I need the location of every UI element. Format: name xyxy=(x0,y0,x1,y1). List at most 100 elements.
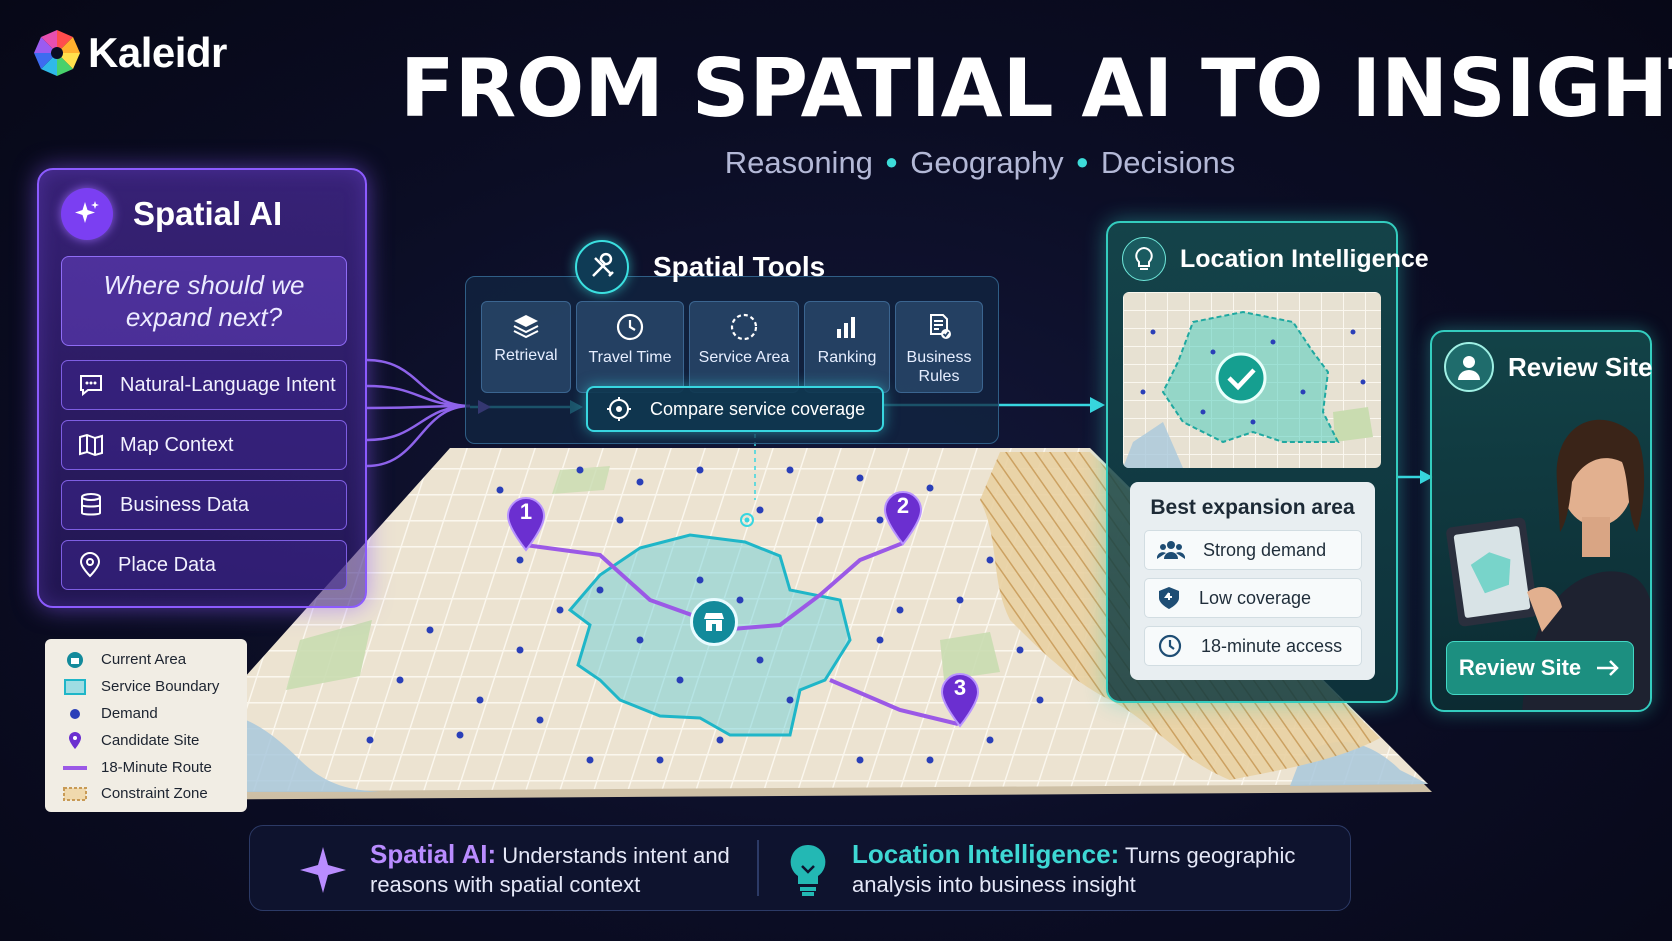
legend-demand: Demand xyxy=(63,705,158,722)
candidate-site-2-label: 2 xyxy=(896,493,910,518)
bar-chart-icon xyxy=(837,317,855,338)
spatial-tools-title: Spatial Tools xyxy=(653,251,826,282)
legend-label: 18-Minute Route xyxy=(101,759,212,776)
demand-dot-icon xyxy=(63,706,87,722)
candidate-site-3[interactable]: 3 xyxy=(940,672,980,728)
spatial-ai-panel: Spatial AI Where should we expand next? … xyxy=(37,168,367,608)
subtitle-separator: ● xyxy=(1075,149,1089,174)
kaleidoscope-logo-icon xyxy=(34,30,80,76)
subtitle-separator: ● xyxy=(884,149,899,174)
finding-low-coverage[interactable]: Low coverage xyxy=(1144,578,1362,618)
people-icon xyxy=(1157,541,1185,559)
compare-service-coverage-button[interactable]: Compare service coverage xyxy=(586,386,884,432)
chat-icon xyxy=(80,375,102,397)
tool-label: Ranking xyxy=(817,349,877,366)
arrow-right-icon xyxy=(1597,660,1619,676)
result-map-thumbnail[interactable] xyxy=(1123,292,1381,468)
page-subtitle: Reasoning●Geography●Decisions xyxy=(540,145,1420,181)
map-legend: Current Area Service Boundary Demand Can… xyxy=(45,639,247,812)
finding-label: Low coverage xyxy=(1199,587,1312,608)
summary-location-intelligence-text: Location Intelligence: Turns geographic … xyxy=(852,840,1295,899)
input-map-context[interactable]: Map Context xyxy=(61,420,347,470)
legend-constraint-zone: Constraint Zone xyxy=(63,785,208,802)
legend-route: 18-Minute Route xyxy=(63,759,212,776)
crosshair-icon xyxy=(607,397,631,421)
clock-icon xyxy=(616,313,644,341)
route-line-swatch xyxy=(63,760,87,776)
input-business-data[interactable]: Business Data xyxy=(61,480,347,530)
tool-travel-time[interactable]: Travel Time xyxy=(576,301,684,393)
finding-label: Strong demand xyxy=(1203,539,1327,560)
input-place-data[interactable]: Place Data xyxy=(61,540,347,590)
review-site-button-label: Review Site xyxy=(1458,655,1582,680)
input-label: Map Context xyxy=(120,433,234,456)
finding-18-minute-access[interactable]: 18-minute access xyxy=(1144,626,1362,666)
best-expansion-card: Best expansion area Strong demand Low co… xyxy=(1130,482,1375,680)
review-site-button[interactable]: Review Site xyxy=(1446,641,1634,695)
compare-service-coverage-label: Compare service coverage xyxy=(650,398,866,419)
tool-service-area[interactable]: Service Area xyxy=(689,301,799,393)
location-intelligence-title: Location Intelligence xyxy=(1180,244,1429,273)
candidate-site-2[interactable]: 2 xyxy=(883,490,923,546)
tool-label: Travel Time xyxy=(588,349,672,366)
tool-retrieval[interactable]: Retrieval xyxy=(481,301,571,393)
tool-business-rules[interactable]: Business Rules xyxy=(895,301,983,393)
legend-service-boundary: Service Boundary xyxy=(63,678,219,695)
store-icon xyxy=(63,651,87,668)
best-expansion-title: Best expansion area xyxy=(1150,496,1355,519)
legend-candidate-site: Candidate Site xyxy=(63,731,200,749)
boundary-swatch xyxy=(63,678,87,695)
input-natural-language-intent[interactable]: Natural-Language Intent xyxy=(61,360,347,410)
legend-label: Constraint Zone xyxy=(101,785,208,802)
input-label: Place Data xyxy=(118,553,216,576)
map-icon xyxy=(79,433,103,457)
pin-icon xyxy=(79,552,101,578)
sparkle-icon xyxy=(61,188,113,240)
tool-label: Service Area xyxy=(698,349,790,366)
input-label: Business Data xyxy=(120,493,249,516)
lightbulb-icon xyxy=(1122,237,1166,281)
shield-icon xyxy=(1159,587,1179,609)
summary-spatial-ai-key: Spatial AI: xyxy=(370,839,497,869)
spatial-ai-header: Spatial AI xyxy=(61,188,282,240)
spatial-tools-header: Spatial Tools xyxy=(575,240,825,294)
location-intelligence-header: Location Intelligence xyxy=(1122,237,1429,281)
lightbulb-icon xyxy=(790,844,826,896)
tool-label: Business Rules xyxy=(906,349,972,385)
summary-li-line-1: Turns geographic xyxy=(1124,843,1296,868)
subtitle-item-reasoning: Reasoning xyxy=(724,145,873,180)
input-label: Natural-Language Intent xyxy=(120,373,336,396)
dashed-circle-icon xyxy=(730,313,758,341)
summary-spatial-ai-text: Spatial AI: Understands intent and reaso… xyxy=(370,840,730,899)
query-box[interactable]: Where should we expand next? xyxy=(61,256,347,346)
database-icon xyxy=(81,493,101,516)
candidate-site-3-label: 3 xyxy=(953,675,967,700)
summary-spatial-ai-line-1: Understands intent and xyxy=(502,843,730,868)
legend-label: Candidate Site xyxy=(101,732,200,749)
page-title: FROM SPATIAL AI TO INSIGHT xyxy=(400,42,1672,135)
clock-icon xyxy=(1158,634,1182,658)
candidate-site-1-label: 1 xyxy=(519,499,533,524)
finding-strong-demand[interactable]: Strong demand xyxy=(1144,530,1362,570)
legend-current-area: Current Area xyxy=(63,651,186,668)
tool-ranking[interactable]: Ranking xyxy=(804,301,890,393)
legend-label: Demand xyxy=(101,705,158,722)
legend-label: Current Area xyxy=(101,651,187,668)
summary-spatial-ai: Spatial AI: Understands intent and reaso… xyxy=(298,840,730,899)
current-area-store-icon[interactable] xyxy=(690,598,738,646)
summary-divider xyxy=(757,840,759,896)
user-icon xyxy=(1444,342,1494,392)
summary-li-line-2: analysis into business insight xyxy=(852,872,1136,897)
tool-label: Retrieval xyxy=(494,347,558,364)
summary-spatial-ai-line-2: reasons with spatial context xyxy=(370,872,641,897)
review-site-header: Review Site xyxy=(1444,342,1653,392)
sparkle-icon xyxy=(300,846,346,893)
candidate-site-1[interactable]: 1 xyxy=(506,496,546,552)
legend-label: Service Boundary xyxy=(101,678,220,695)
document-check-icon xyxy=(930,314,951,339)
constraint-swatch xyxy=(63,786,87,802)
review-site-title: Review Site xyxy=(1508,351,1653,382)
tools-icon xyxy=(575,240,629,294)
spatial-ai-title: Spatial AI xyxy=(133,195,283,232)
candidate-pin-icon xyxy=(63,731,87,749)
